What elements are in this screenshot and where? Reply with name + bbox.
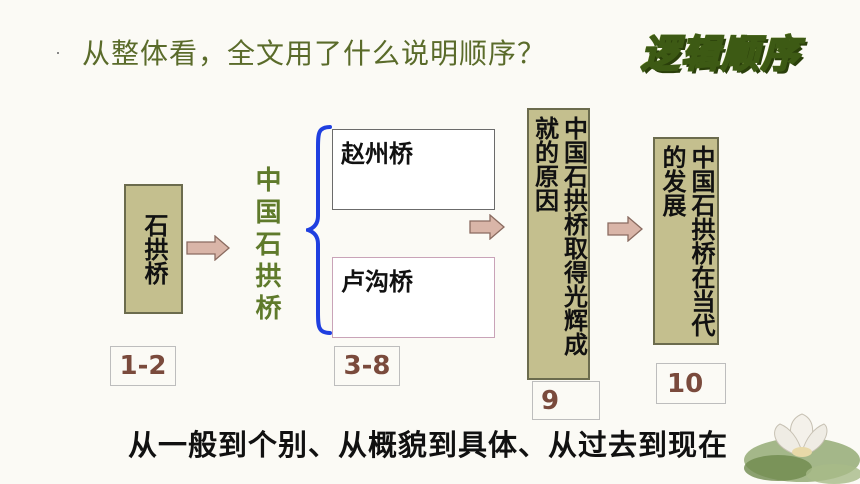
range-general: 1-2 [110, 346, 176, 386]
arrow-icon [186, 235, 230, 261]
category-label: 中国石拱桥 [251, 166, 281, 326]
range-reason: 9 [532, 381, 600, 420]
general-box-label: 石拱桥 [140, 213, 168, 285]
arrow-icon [469, 214, 505, 240]
general-box: 石拱桥 [124, 184, 183, 314]
brace-icon [306, 125, 332, 335]
example-lugou-label: 卢沟桥 [341, 268, 413, 296]
development-box-label: 中国石拱桥在当代的发展 [658, 145, 715, 337]
lotus-decoration-icon [744, 413, 860, 484]
example-zhaozhou-label: 赵州桥 [341, 140, 413, 168]
reason-box: 中国石拱桥取得光辉成就的原因 [527, 108, 590, 380]
arrow-icon [607, 216, 643, 242]
question-title: 从整体看，全文用了什么说明顺序？ [82, 37, 547, 70]
development-box: 中国石拱桥在当代的发展 [653, 137, 719, 345]
range-development: 10 [656, 363, 726, 404]
range-examples: 3-8 [334, 346, 400, 386]
example-lugou-box: 卢沟桥 [332, 257, 495, 338]
conclusion-text: 从一般到个别、从概貌到具体、从过去到现在 [128, 428, 729, 462]
example-zhaozhou-box: 赵州桥 [332, 129, 495, 210]
dot [57, 52, 59, 54]
answer-badge: 逻辑顺序 [640, 31, 801, 77]
reason-box-label: 中国石拱桥取得光辉成就的原因 [530, 116, 588, 356]
